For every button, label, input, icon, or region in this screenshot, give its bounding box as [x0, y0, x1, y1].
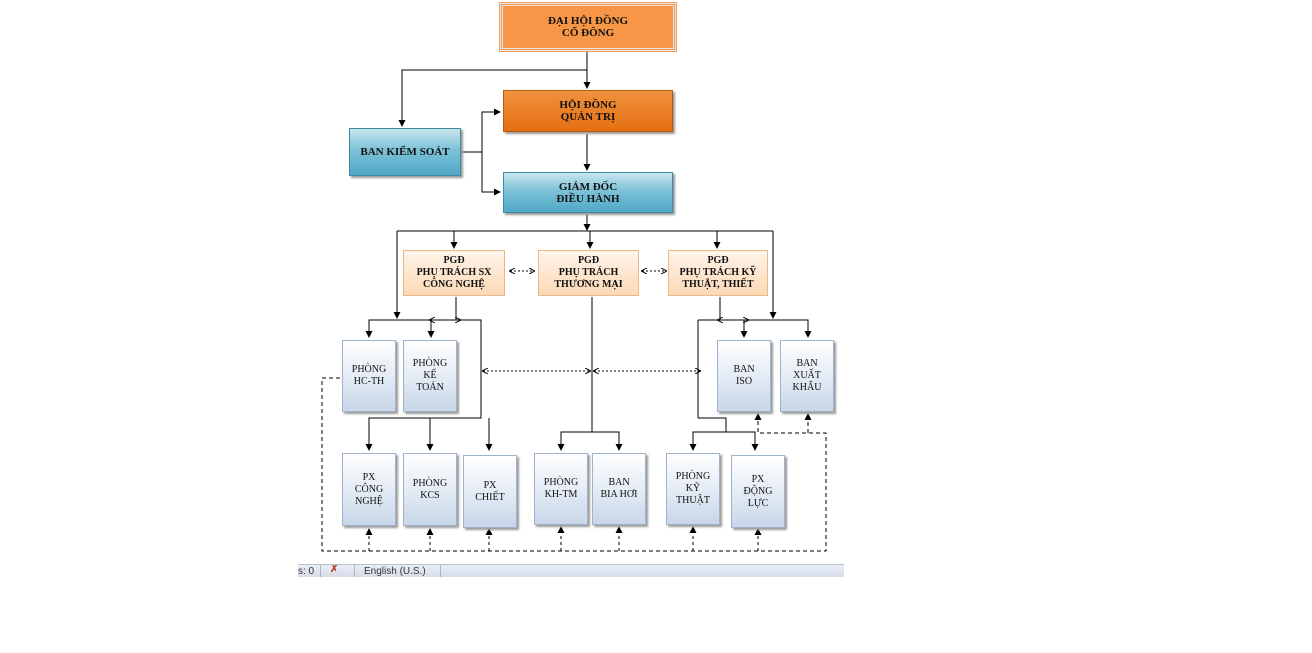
dept-planning-line-1: PHÒNG	[543, 477, 579, 488]
dept-kcs-line-1: PHÒNG	[412, 477, 448, 489]
director-box: GIÁM ĐỐC ĐIỀU HÀNH	[503, 172, 673, 213]
director-line-1: GIÁM ĐỐC	[558, 180, 618, 193]
dept-accounting-box: PHÒNG KẾ TOÁN	[403, 340, 457, 412]
dept-admin-box: PHÒNG HC-TH	[342, 340, 396, 412]
dept-admin-line-2: HC-TH	[353, 376, 385, 387]
shareholders-box: ĐẠI HỘI ĐỒNG CỔ ĐÔNG	[499, 2, 677, 52]
proofing-error-icon[interactable]: ✗	[330, 564, 339, 575]
pgd-technical-line-1: PGĐ	[707, 255, 729, 266]
ban-draft-beer-line-2: BIA HƠI	[600, 489, 638, 500]
pgd-production-line-3: CÔNG NGHỆ	[423, 279, 485, 290]
status-bar: s: 0 ✗ English (U.S.)	[298, 564, 844, 577]
status-separator	[320, 565, 321, 577]
px-bottling-box: PX CHIẾT	[463, 455, 517, 528]
dept-accounting-line-1: PHÒNG	[412, 358, 448, 369]
px-technology-line-3: NGHỆ	[355, 495, 383, 507]
dept-accounting-line-3: TOÁN	[416, 382, 444, 393]
dept-accounting-line-2: KẾ	[423, 370, 437, 381]
dept-kcs-box: PHÒNG KCS	[403, 453, 457, 526]
dept-technical-line-1: PHÒNG	[675, 471, 711, 482]
px-bottling-line-2: CHIẾT	[475, 491, 505, 503]
px-power-line-3: LỰC	[747, 497, 769, 509]
dept-planning-box: PHÒNG KH-TM	[534, 453, 588, 525]
px-technology-box: PX CÔNG NGHỆ	[342, 453, 396, 526]
ban-iso-box: BAN ISO	[717, 340, 771, 412]
supervisory-label: BAN KIỂM SOÁT	[360, 146, 450, 158]
board-line-1: HỘI ĐỒNG	[559, 99, 617, 111]
pgd-commerce-line-1: PGĐ	[577, 255, 600, 266]
px-technology-line-2: CÔNG	[354, 483, 384, 495]
ban-export-line-1: BAN	[796, 358, 818, 369]
ban-export-line-2: XUẤT	[793, 370, 821, 381]
px-power-line-1: PX	[751, 473, 765, 485]
dept-technical-line-2: KỸ	[685, 483, 701, 494]
ban-draft-beer-line-1: BAN	[608, 477, 630, 488]
supervisory-box: BAN KIỂM SOÁT	[349, 128, 461, 176]
pgd-commerce-box: PGĐ PHỤ TRÁCH THƯƠNG MẠI	[538, 250, 639, 296]
status-separator	[354, 565, 355, 577]
pgd-production-line-2: PHỤ TRÁCH SX	[416, 267, 492, 278]
ban-draft-beer-box: BAN BIA HƠI	[592, 453, 646, 525]
shareholders-line-1: ĐẠI HỘI ĐỒNG	[547, 15, 629, 27]
ban-iso-line-2: ISO	[735, 376, 753, 387]
board-box: HỘI ĐỒNG QUẢN TRỊ	[503, 90, 673, 132]
pgd-technical-line-2: PHỤ TRÁCH KỸ	[679, 267, 757, 278]
ban-export-line-3: KHẨU	[792, 382, 822, 393]
px-bottling-line-1: PX	[483, 479, 497, 491]
dept-technical-box: PHÒNG KỸ THUẬT	[666, 453, 720, 525]
px-power-line-2: ĐỘNG	[743, 485, 773, 497]
pgd-technical-line-3: THUẬT, THIẾT	[682, 279, 754, 290]
pgd-technical-box: PGĐ PHỤ TRÁCH KỸ THUẬT, THIẾT	[668, 250, 768, 296]
px-technology-line-1: PX	[362, 471, 376, 483]
status-separator	[440, 565, 441, 577]
word-count-status[interactable]: s: 0	[298, 566, 315, 577]
director-line-2: ĐIỀU HÀNH	[556, 192, 620, 205]
pgd-production-box: PGĐ PHỤ TRÁCH SX CÔNG NGHỆ	[403, 250, 505, 296]
dept-admin-line-1: PHÒNG	[351, 364, 387, 375]
board-line-2: QUẢN TRỊ	[560, 111, 616, 123]
shareholders-line-2: CỔ ĐÔNG	[561, 27, 615, 39]
ban-export-box: BAN XUẤT KHẨU	[780, 340, 834, 412]
pgd-commerce-line-3: THƯƠNG MẠI	[554, 279, 623, 290]
language-status[interactable]: English (U.S.)	[364, 566, 426, 577]
ban-iso-line-1: BAN	[733, 364, 755, 375]
pgd-production-line-1: PGĐ	[443, 255, 465, 266]
dept-planning-line-2: KH-TM	[544, 489, 578, 500]
px-power-box: PX ĐỘNG LỰC	[731, 455, 785, 528]
dept-technical-line-3: THUẬT	[676, 495, 710, 506]
dept-kcs-line-2: KCS	[420, 489, 440, 501]
pgd-commerce-line-2: PHỤ TRÁCH	[558, 267, 619, 278]
